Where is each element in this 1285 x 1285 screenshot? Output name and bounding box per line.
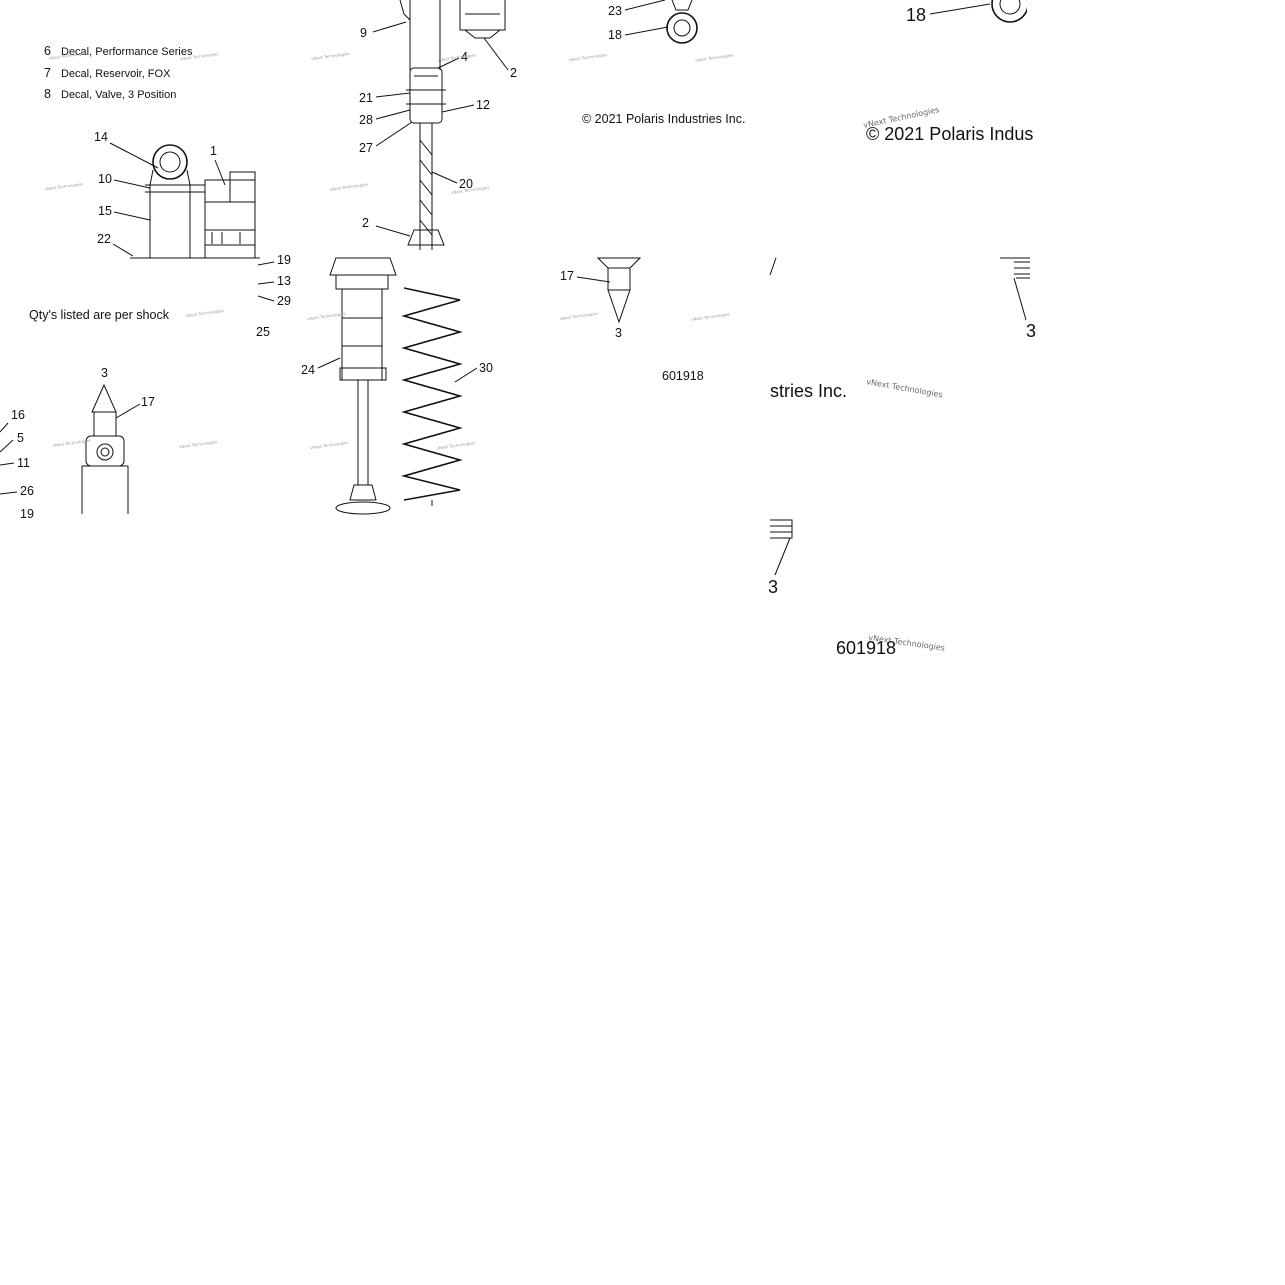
callout-18-large: 18 [906, 5, 926, 25]
callout-9: 9 [360, 26, 367, 40]
reservoir-lower-left [81, 383, 129, 514]
watermark: vNext Technologies [437, 52, 476, 62]
watermark: vNext Technologies [180, 51, 219, 61]
callout-17-left: 17 [141, 395, 155, 409]
zoom-fragment-top [991, 0, 1285, 260]
figure-code-small: 601918 [662, 369, 704, 383]
callout-23: 23 [608, 4, 622, 18]
shaft-assembly [399, 0, 506, 250]
watermark: vNext Technologies [695, 52, 734, 62]
copyright-large: © 2021 Polaris Indus [866, 124, 1033, 144]
watermark: vNext Technologies [691, 312, 730, 322]
callout-27: 27 [359, 141, 373, 155]
zoom-fragment-middle [769, 257, 1030, 321]
callout-24: 24 [301, 363, 315, 377]
callout-11: 11 [17, 456, 30, 470]
callout-17: 17 [560, 269, 574, 283]
watermark: vNext Technologies [44, 181, 83, 191]
callout-13: 13 [277, 274, 291, 288]
figure-code-large: 601918 [836, 638, 896, 658]
callout-28: 28 [359, 113, 373, 127]
callout-22: 22 [97, 232, 111, 246]
watermark: vNext Technologies [436, 440, 475, 450]
callout-5: 5 [17, 431, 24, 445]
callout-3-large: 3 [1026, 321, 1036, 341]
watermark: vNext Technologies [311, 51, 350, 61]
watermark: vNext Technologies [559, 311, 598, 321]
watermark-small-group: vNext Technologies vNext Technologies vN… [44, 50, 734, 450]
legend-num-6: 6 [44, 44, 51, 58]
callout-18: 18 [608, 28, 622, 42]
legend-desc-6: Decal, Performance Series [61, 46, 193, 58]
callout-21: 21 [359, 91, 373, 105]
callout-19: 19 [277, 253, 291, 267]
watermark: vNext Technologies [179, 439, 218, 449]
legend-desc-8: Decal, Valve, 3 Position [61, 89, 176, 101]
end-bushing [666, 0, 698, 44]
callout-10: 10 [98, 172, 112, 186]
air-sleeve [329, 257, 397, 515]
copyright-tail-large: stries Inc. [770, 381, 847, 401]
legend-num-7: 7 [44, 66, 51, 80]
watermark: vNext Technologies [307, 311, 346, 321]
watermark: vNext Technologies [48, 50, 87, 60]
callout-16: 16 [11, 408, 25, 422]
watermark: vNext Technologies [451, 185, 490, 195]
callout-15: 15 [98, 204, 112, 218]
valve-cone [596, 257, 642, 324]
callout-3-left: 3 [101, 366, 108, 380]
callout-14: 14 [94, 130, 108, 144]
shock-body-upper-left [130, 144, 260, 259]
callout-20: 20 [459, 177, 473, 191]
callout-19-lower: 19 [20, 507, 34, 521]
callout-4: 4 [461, 50, 468, 64]
legend-desc-7: Decal, Reservoir, FOX [61, 68, 171, 80]
copyright-small: © 2021 Polaris Industries Inc. [582, 112, 745, 126]
callout-26: 26 [20, 484, 34, 498]
watermark-large: vNext Technologies [866, 377, 944, 399]
coil-spring [400, 287, 463, 506]
watermark: vNext Technologies [310, 440, 349, 450]
zoom-fragment-lower [770, 519, 793, 576]
callout-30: 30 [479, 361, 493, 375]
callout-3-large-lower: 3 [768, 577, 778, 597]
callout-3: 3 [615, 326, 622, 340]
watermark: vNext Technologies [569, 52, 608, 62]
watermark: vNext Technologies [329, 182, 368, 192]
watermark-large-group: vNext Technologies vNext Technologies vN… [863, 105, 946, 653]
legend-num-8: 8 [44, 87, 51, 101]
callout-25: 25 [256, 325, 270, 339]
watermark: vNext Technologies [52, 438, 91, 448]
callout-1: 1 [210, 144, 217, 158]
legend: 6 Decal, Performance Series 7 Decal, Res… [44, 44, 193, 101]
callout-2: 2 [362, 216, 369, 230]
callout-12: 12 [476, 98, 490, 112]
callout-29: 29 [277, 294, 291, 308]
callout-2-top: 2 [510, 66, 517, 80]
watermark: vNext Technologies [185, 308, 224, 318]
qty-note: Qty's listed are per shock [29, 308, 170, 322]
